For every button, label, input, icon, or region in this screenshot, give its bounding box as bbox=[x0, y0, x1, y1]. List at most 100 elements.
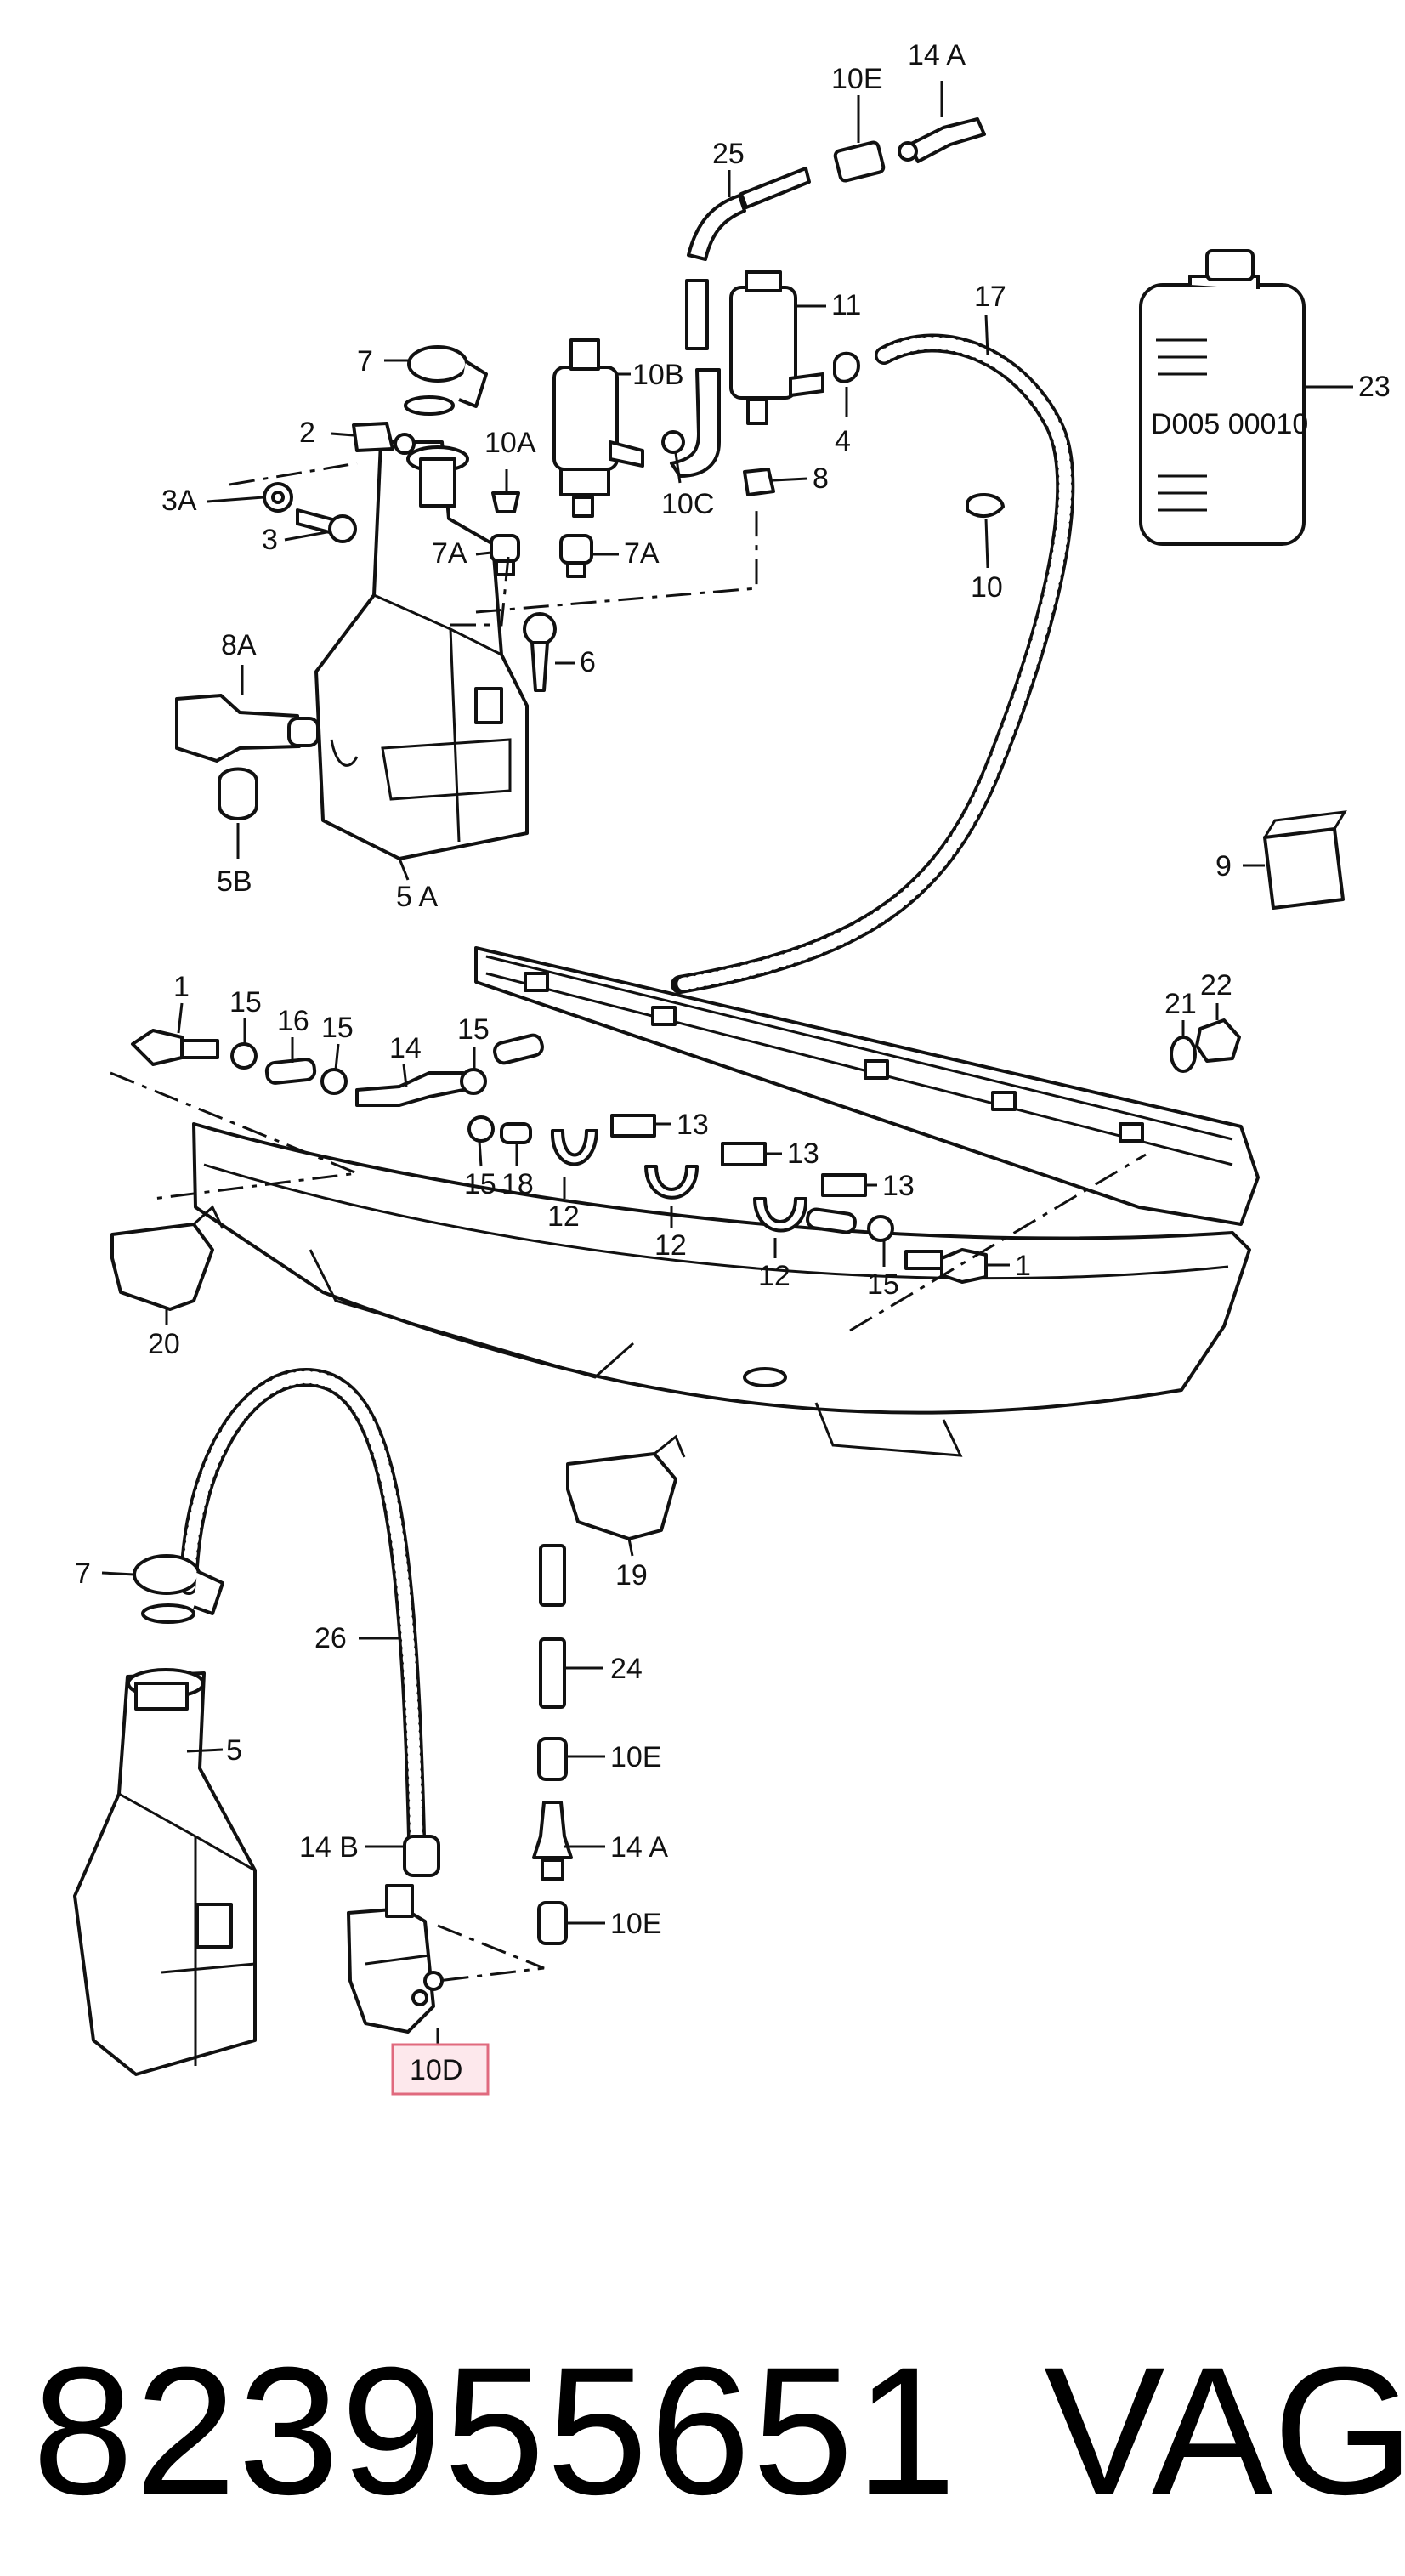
label-7-bottom: 7 bbox=[75, 1558, 91, 1590]
bumper-cover bbox=[192, 1122, 1251, 1457]
bracket-2 bbox=[352, 422, 416, 455]
label-7a-left: 7A bbox=[432, 537, 467, 570]
check-valve-14 bbox=[355, 1071, 465, 1107]
cap-7-top bbox=[404, 345, 488, 416]
label-12-c: 12 bbox=[758, 1260, 790, 1292]
label-10c: 10C bbox=[661, 488, 714, 520]
connector-10a bbox=[491, 491, 520, 513]
label-12-a: 12 bbox=[547, 1200, 580, 1233]
label-15-c: 15 bbox=[457, 1013, 490, 1046]
label-7-top: 7 bbox=[357, 345, 373, 377]
hose-piece-10e-top bbox=[833, 140, 886, 183]
part-number: 823955651 bbox=[32, 2329, 959, 2533]
clip-13-c bbox=[821, 1173, 867, 1197]
label-5a: 5 A bbox=[396, 881, 438, 913]
connector-14a-top bbox=[898, 117, 986, 163]
nut-22 bbox=[1195, 1018, 1241, 1063]
leader-lines-middle bbox=[110, 1002, 1219, 1557]
washer-3a bbox=[263, 482, 293, 513]
label-23: 23 bbox=[1358, 371, 1391, 403]
cap-7-bottom bbox=[133, 1554, 224, 1624]
label-13-a: 13 bbox=[677, 1109, 709, 1141]
label-10-mid: 10 bbox=[971, 571, 1003, 604]
label-15-e: 15 bbox=[867, 1268, 899, 1301]
label-14a-bottom: 14 A bbox=[610, 1831, 668, 1864]
parts-diagram: D005 00010 bbox=[73, 39, 1391, 2096]
clip-13-b bbox=[721, 1142, 767, 1166]
hose-piece-right bbox=[806, 1207, 857, 1234]
clamp-15-a bbox=[230, 1042, 258, 1070]
bracket-19 bbox=[566, 1434, 686, 1540]
label-13-b: 13 bbox=[787, 1138, 819, 1170]
label-24: 24 bbox=[610, 1653, 643, 1685]
footer: 823955651 VAG bbox=[0, 2321, 1405, 2542]
label-10e-mid: 10E bbox=[610, 1741, 662, 1773]
label-1-left: 1 bbox=[173, 971, 190, 1003]
clamp-4 bbox=[833, 351, 860, 383]
relay-9 bbox=[1263, 810, 1347, 910]
fluid-bottle-23: D005 00010 bbox=[1139, 249, 1308, 546]
hose-14b bbox=[403, 1835, 440, 1877]
clip-12-b bbox=[644, 1165, 699, 1200]
clip-10 bbox=[966, 492, 1005, 518]
nozzle-1-left bbox=[131, 1029, 219, 1066]
label-8a: 8A bbox=[221, 629, 257, 661]
label-15-d: 15 bbox=[464, 1168, 496, 1200]
clamp-15-e bbox=[867, 1215, 894, 1242]
label-12-b: 12 bbox=[654, 1229, 687, 1262]
label-4: 4 bbox=[835, 425, 851, 457]
hose-16 bbox=[264, 1058, 317, 1085]
highlight-10d bbox=[391, 2043, 490, 2096]
label-19: 19 bbox=[615, 1559, 648, 1592]
label-26: 26 bbox=[314, 1622, 347, 1654]
grommet-5b bbox=[218, 767, 258, 820]
label-10b: 10B bbox=[632, 359, 684, 391]
clamp-15-d bbox=[467, 1115, 495, 1143]
grommet-7a-left bbox=[490, 534, 520, 576]
label-10e-top: 10E bbox=[831, 63, 883, 95]
hose-17 bbox=[671, 333, 1075, 994]
label-11: 11 bbox=[831, 289, 861, 321]
hose-26 bbox=[179, 1367, 426, 1846]
label-14-mid: 14 bbox=[389, 1032, 422, 1064]
pump-10b bbox=[552, 338, 644, 518]
clip-12-a bbox=[550, 1129, 598, 1166]
label-22: 22 bbox=[1200, 969, 1232, 1001]
label-15-a: 15 bbox=[229, 986, 262, 1018]
grommet-8 bbox=[743, 468, 775, 496]
label-16: 16 bbox=[277, 1005, 309, 1037]
label-10e-bottom: 10E bbox=[610, 1908, 662, 1940]
label-17: 17 bbox=[974, 281, 1006, 313]
label-14b: 14 B bbox=[299, 1831, 359, 1864]
label-13-c: 13 bbox=[882, 1170, 915, 1202]
hose-piece-upper-right bbox=[493, 1033, 544, 1065]
label-21: 21 bbox=[1164, 988, 1197, 1020]
clip-12-c bbox=[753, 1197, 808, 1233]
label-25: 25 bbox=[712, 138, 745, 170]
hose-24 bbox=[539, 1544, 566, 1709]
pump-10d bbox=[347, 1884, 444, 2034]
screw-3 bbox=[296, 508, 357, 543]
washer-21 bbox=[1170, 1036, 1197, 1073]
reservoir-5a bbox=[314, 440, 529, 860]
label-5b: 5B bbox=[217, 865, 252, 898]
label-6: 6 bbox=[580, 646, 596, 678]
clamp-15-b bbox=[320, 1068, 348, 1095]
pump-11 bbox=[729, 270, 824, 425]
leader-lines-upper bbox=[207, 81, 1353, 881]
bumper-reinforcement bbox=[474, 946, 1260, 1226]
label-2: 2 bbox=[299, 417, 315, 449]
label-1-right: 1 bbox=[1015, 1250, 1031, 1282]
brand-name: VAG bbox=[1044, 2329, 1405, 2533]
connector-14a-bottom bbox=[532, 1801, 573, 1881]
hose-piece-10e-mid bbox=[537, 1737, 568, 1781]
hose-25 bbox=[685, 167, 811, 350]
label-9: 9 bbox=[1215, 850, 1232, 882]
label-15-b: 15 bbox=[321, 1012, 354, 1044]
label-10a: 10A bbox=[484, 427, 536, 459]
bracket-20 bbox=[110, 1205, 224, 1311]
label-8: 8 bbox=[813, 462, 829, 495]
callout-labels: 14 A 10E 25 11 17 23 7 10B 2 10A 3A 3 7A… bbox=[75, 39, 1391, 2086]
bottle-text: D005 00010 bbox=[1151, 408, 1308, 440]
clamp-15-c bbox=[460, 1068, 487, 1095]
